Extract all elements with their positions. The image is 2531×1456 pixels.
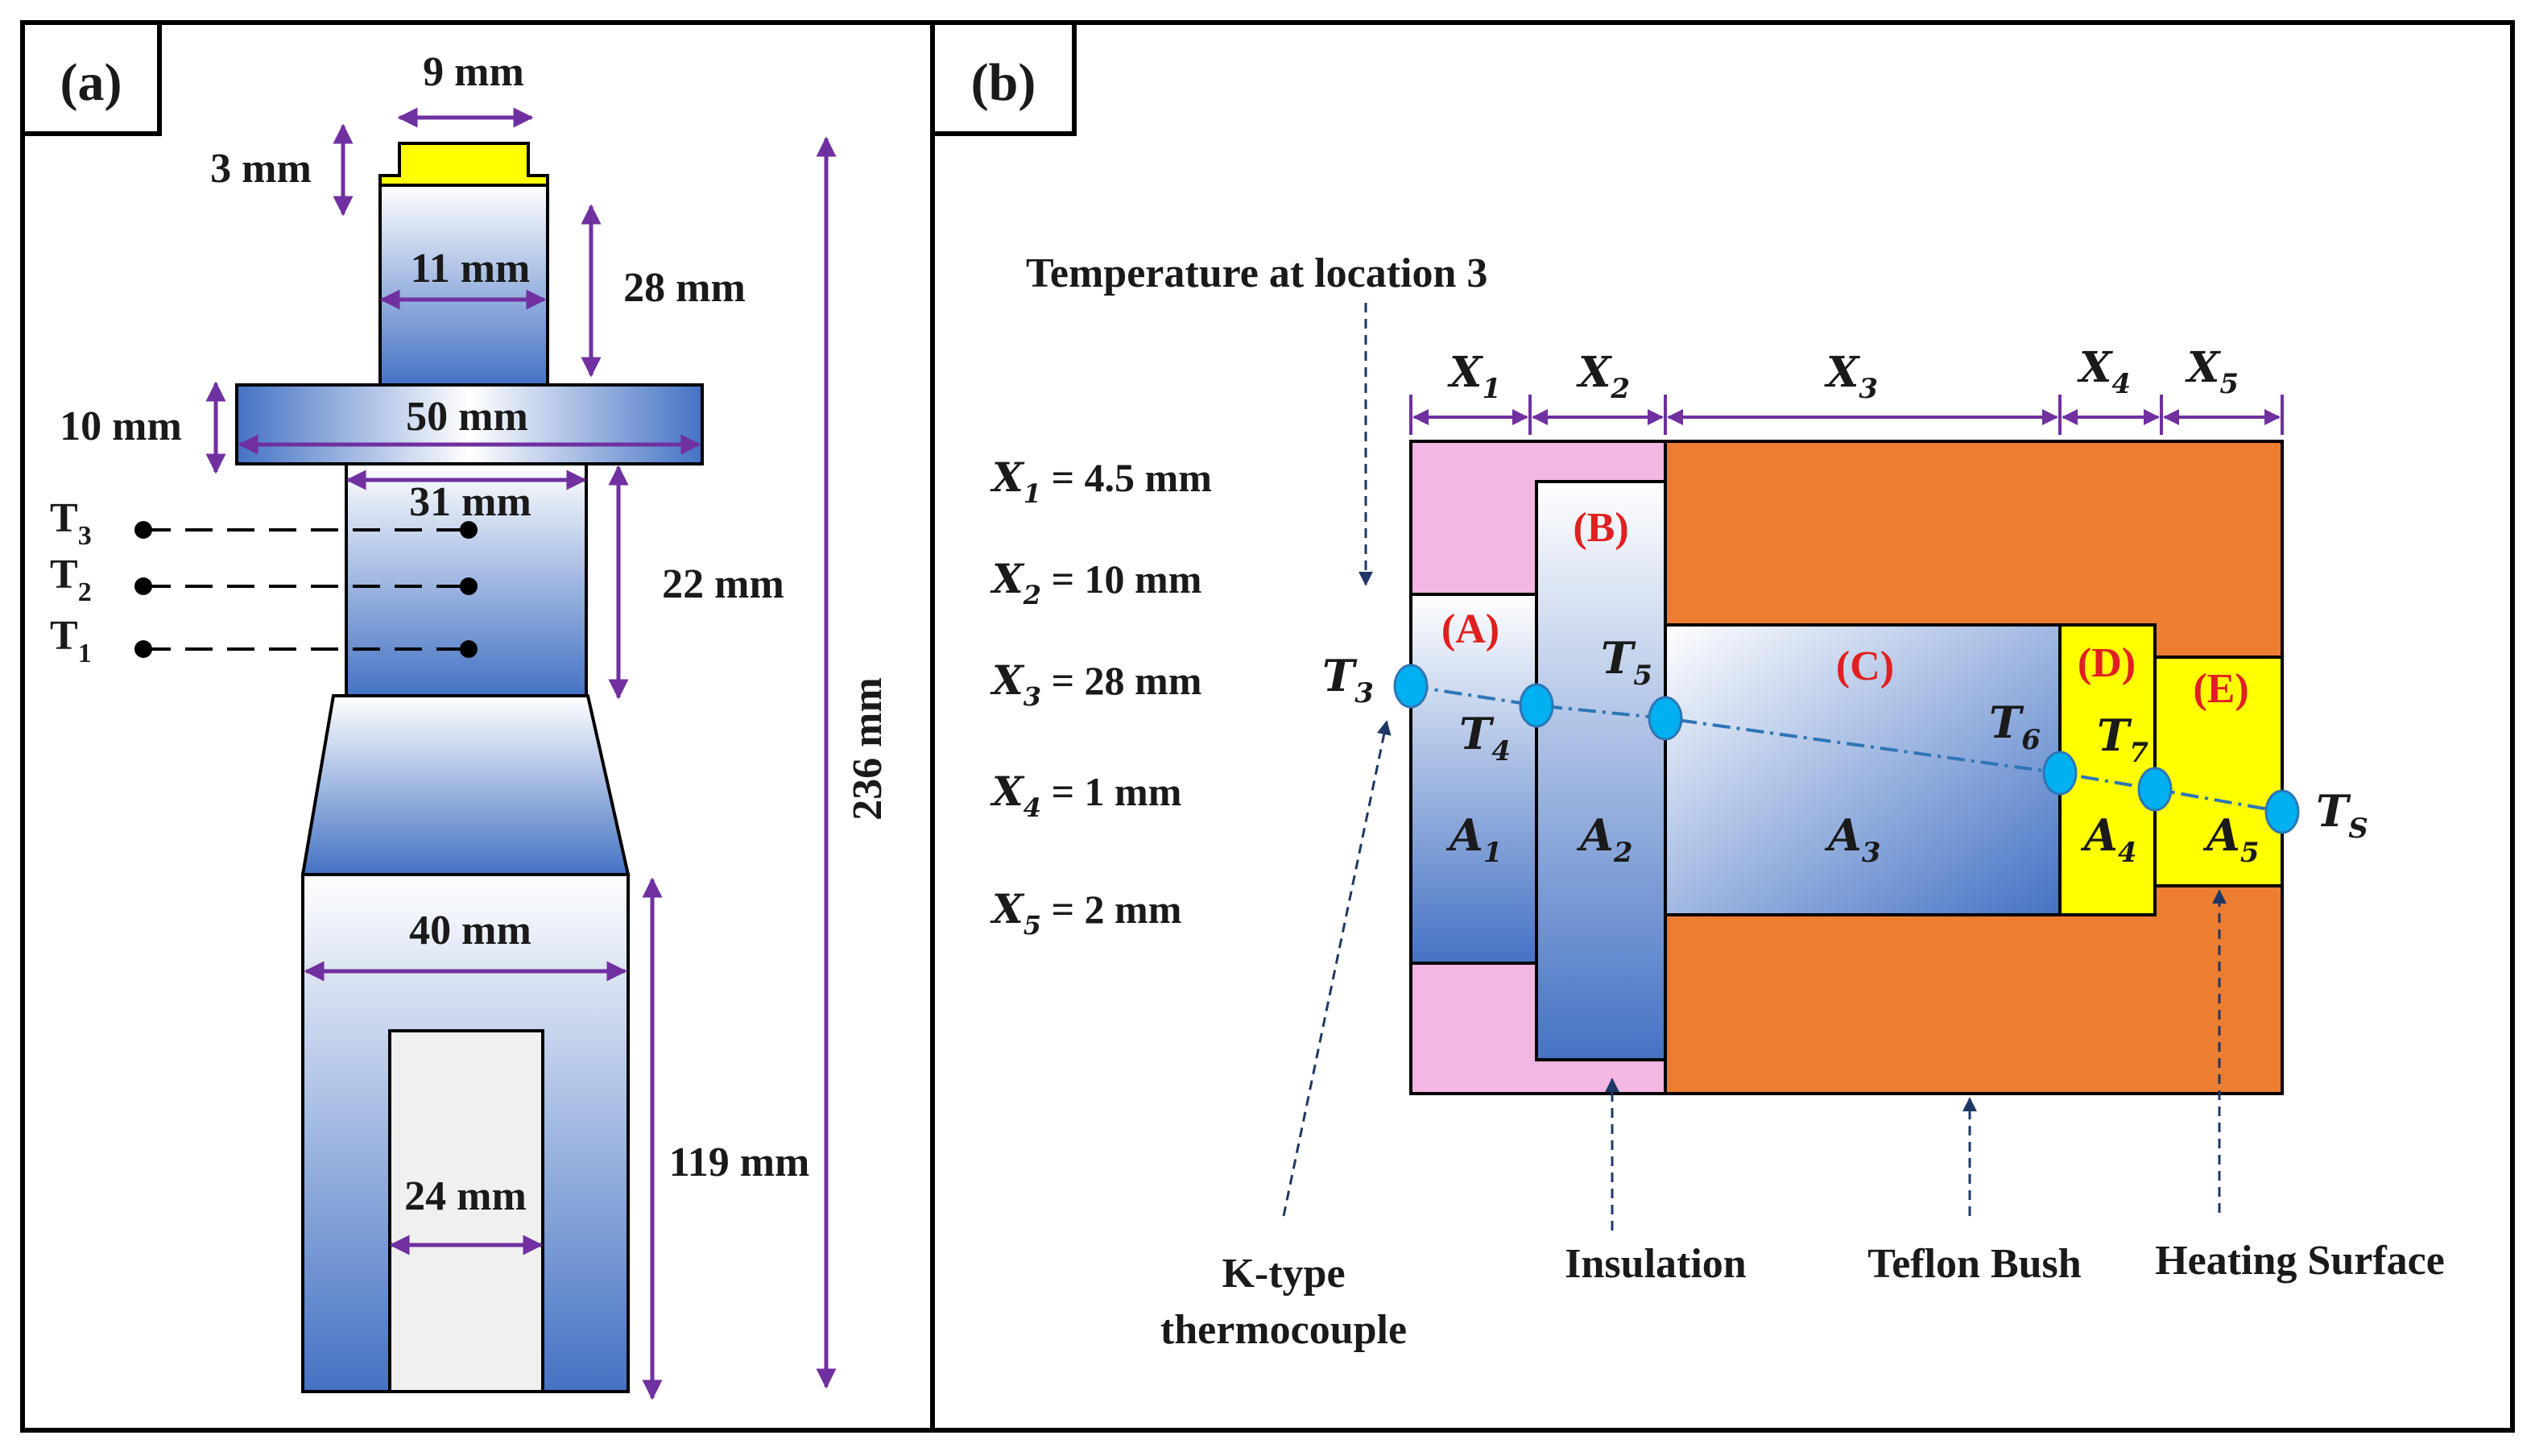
teflon-bush-label: Teflon Bush [1867,1241,2082,1287]
area-a5-label: A5 [2202,809,2260,869]
dim-cap-height: 3 mm [210,146,312,192]
panel-a-tag: (a) [60,53,122,112]
location-title: Temperature at location 3 [1026,250,1487,296]
dim-flange-width: 50 mm [406,394,528,440]
area-a2-label: A2 [1576,809,1633,869]
segment-dimensions [1409,395,2284,435]
sensor-t6 [2042,751,2078,796]
zone-b [1535,480,1667,1061]
dim-neck-width: 11 mm [411,246,531,292]
thermocouple-positions: T3 T2 T1 [50,495,478,668]
dim-slot-width: 24 mm [404,1173,527,1219]
segment-x1-label: X1 [1447,348,1501,405]
temp-t7-label: T7 [2097,709,2148,769]
area-a3-label: A3 [1824,809,1881,869]
zone-a [1409,593,1538,965]
dimension-labels-a: 9 mm 3 mm 11 mm 28 mm 10 mm 50 mm 31 mm … [60,49,891,1219]
heating-surface-label: Heating Surface [2155,1238,2445,1284]
thermocouple-label-line1: K-type [1222,1251,1345,1297]
dim-body-width: 31 mm [409,479,531,525]
dim-base-width: 40 mm [409,908,531,953]
length-x5: X5 = 2 mm [990,885,1181,941]
zone-c [1664,623,2062,916]
thermocouple-t3-label: T3 [50,495,92,551]
thermocouple-t1-label: T1 [50,613,92,668]
base-slot [388,1029,544,1393]
length-x3: X3 = 28 mm [990,656,1201,712]
temp-t3-label: T3 [1322,650,1374,709]
zone-a-label: (A) [1441,606,1499,652]
temp-t6-label: T6 [1989,697,2041,756]
sensor-t4 [1519,683,1554,728]
insulation-label: Insulation [1565,1241,1747,1287]
callout-labels: K-type thermocouple Insulation Teflon Bu… [1160,1238,2445,1353]
temp-ts-label: TS [2316,785,2368,845]
panel-b-tag-box [930,20,1077,136]
zone-d-label: (D) [2078,640,2136,686]
dim-body-height: 22 mm [662,561,784,607]
temperature-labels: T3 T4 T5 T6 T7 TS [1322,632,2368,845]
dim-flange-height: 10 mm [60,403,182,449]
dimension-lines-a [205,107,837,1400]
temp-t5-label: T5 [1601,632,1652,692]
dim-neck-height: 28 mm [623,265,746,311]
temperature-sensors [1393,664,2300,834]
zone-b-label: (B) [1573,505,1628,551]
sensor-ts [2264,789,2300,834]
yellow-cap [378,142,549,187]
segment-x4-label: X4 [2077,343,2131,400]
neck-section [378,184,549,387]
callout-arrows [1282,720,2227,1231]
panel-a-tag-box [20,20,162,136]
tapered-section [300,694,631,876]
thermocouple-arrow [1282,720,1392,1217]
zone-c-label: (C) [1836,643,1894,689]
dim-top-width: 9 mm [423,49,524,95]
sensor-t7 [2137,767,2173,812]
segment-labels: X1 X2 X3 X4 X5 [1447,343,2239,405]
zone-e [2153,656,2284,887]
sensor-t3 [1393,664,1429,709]
segment-x5-label: X5 [2185,343,2239,400]
area-labels: A1 A2 A3 A4 A5 [1445,809,2260,869]
length-x2: X2 = 10 mm [990,555,1201,610]
panel-b-tag: (b) [971,53,1036,112]
temp-t4-label: T4 [1459,708,1511,767]
thermocouple-t2-label: T2 [50,552,92,607]
temperature-profile-line [1410,685,2283,813]
dim-base-height: 119 mm [669,1140,810,1185]
area-a1-label: A1 [1445,809,1503,869]
length-x4: X4 = 1 mm [990,767,1181,823]
length-x1: X1 = 4.5 mm [990,453,1212,509]
zone-e-label: (E) [2193,666,2248,712]
segment-x2-label: X2 [1576,348,1630,405]
dim-total-height: 236 mm [845,677,891,821]
area-a4-label: A4 [2080,809,2137,869]
thermocouple-label-line2: thermocouple [1160,1307,1407,1353]
length-legend: X1 = 4.5 mm X2 = 10 mm X3 = 28 mm X4 = 1… [990,453,1212,941]
segment-x3-label: X3 [1824,348,1878,405]
sensor-t5 [1648,696,1683,741]
cross-section [1409,440,2284,1095]
zone-labels: (A) (B) (C) (D) (E) [1441,505,2249,712]
